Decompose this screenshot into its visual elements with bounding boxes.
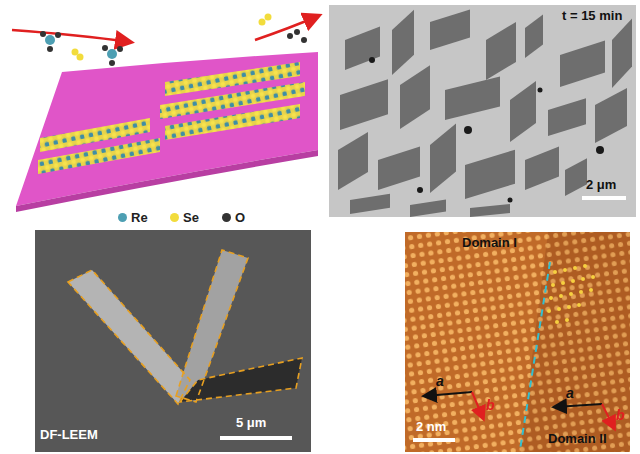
legend-swatch — [222, 213, 231, 222]
legend-swatch — [118, 213, 127, 222]
legend-item: Se — [170, 210, 199, 225]
legend-text: O — [235, 210, 245, 225]
legend-swatch — [170, 213, 179, 222]
mode-label: DF-LEEM — [40, 428, 98, 442]
axis-label: a — [436, 374, 444, 389]
legend-text: Re — [131, 210, 148, 225]
scale-label: 2 μm — [586, 178, 616, 192]
axis-label: b — [616, 408, 625, 423]
legend-item: Re — [118, 210, 148, 225]
axis-label: a — [566, 386, 574, 401]
legend-item: O — [222, 210, 245, 225]
scale-label: 2 nm — [416, 420, 446, 434]
scale-label: 5 μm — [236, 416, 266, 430]
axis-label: b — [486, 398, 495, 413]
domain-label: Domain I — [462, 236, 517, 250]
legend-text: Se — [183, 210, 199, 225]
domain-label: Domain II — [548, 432, 607, 446]
time-label: t = 15 min — [562, 9, 622, 23]
